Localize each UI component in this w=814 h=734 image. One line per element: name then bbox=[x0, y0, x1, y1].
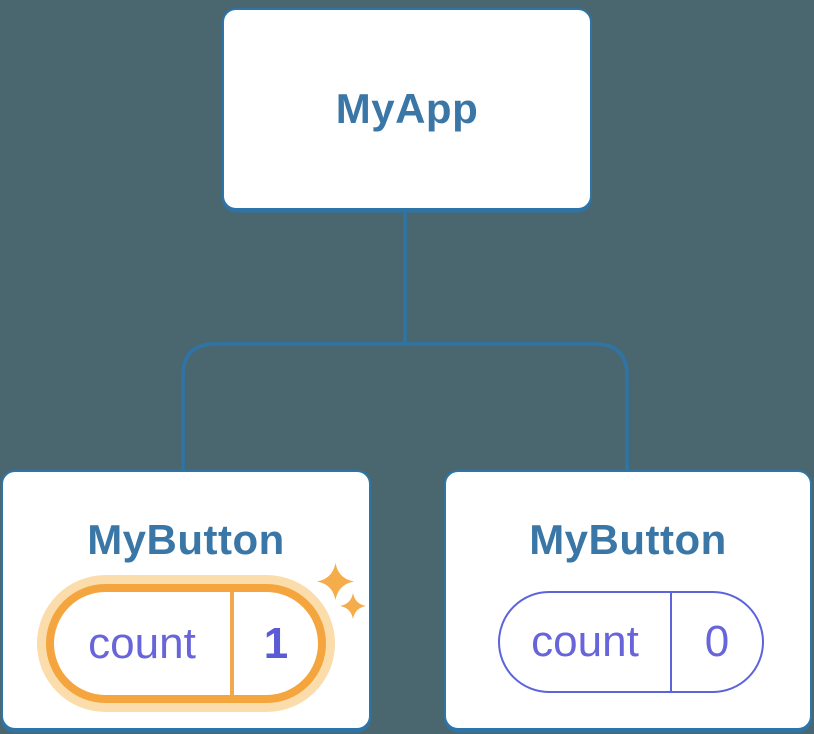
state-label: count bbox=[88, 618, 196, 668]
pill-divider bbox=[230, 592, 234, 695]
state-value: 1 bbox=[263, 618, 289, 668]
component-title-button-2: MyButton bbox=[529, 516, 727, 563]
state-value: 0 bbox=[704, 617, 730, 666]
component-title-root: MyApp bbox=[335, 85, 479, 132]
state-pill-value-cell: 0 bbox=[672, 593, 762, 691]
sparkle-icon bbox=[317, 563, 354, 600]
sparkle-icon bbox=[340, 593, 366, 619]
state-pill-label-cell: count bbox=[54, 592, 230, 695]
component-card-root: MyApp bbox=[222, 8, 592, 210]
component-title-button-1: MyButton bbox=[87, 516, 285, 563]
connector-branch bbox=[181, 342, 629, 472]
state-pill-highlighted: count 1 bbox=[46, 584, 326, 703]
state-label: count bbox=[531, 617, 639, 666]
state-pill-value-cell: 1 bbox=[234, 592, 318, 695]
pill-divider bbox=[670, 593, 672, 691]
component-card-button-normal: MyButton count 0 bbox=[444, 470, 812, 730]
component-card-button-highlighted: MyButton count 1 bbox=[1, 470, 371, 730]
state-pill-label-cell: count bbox=[500, 593, 670, 691]
state-pill: count 0 bbox=[498, 591, 764, 693]
